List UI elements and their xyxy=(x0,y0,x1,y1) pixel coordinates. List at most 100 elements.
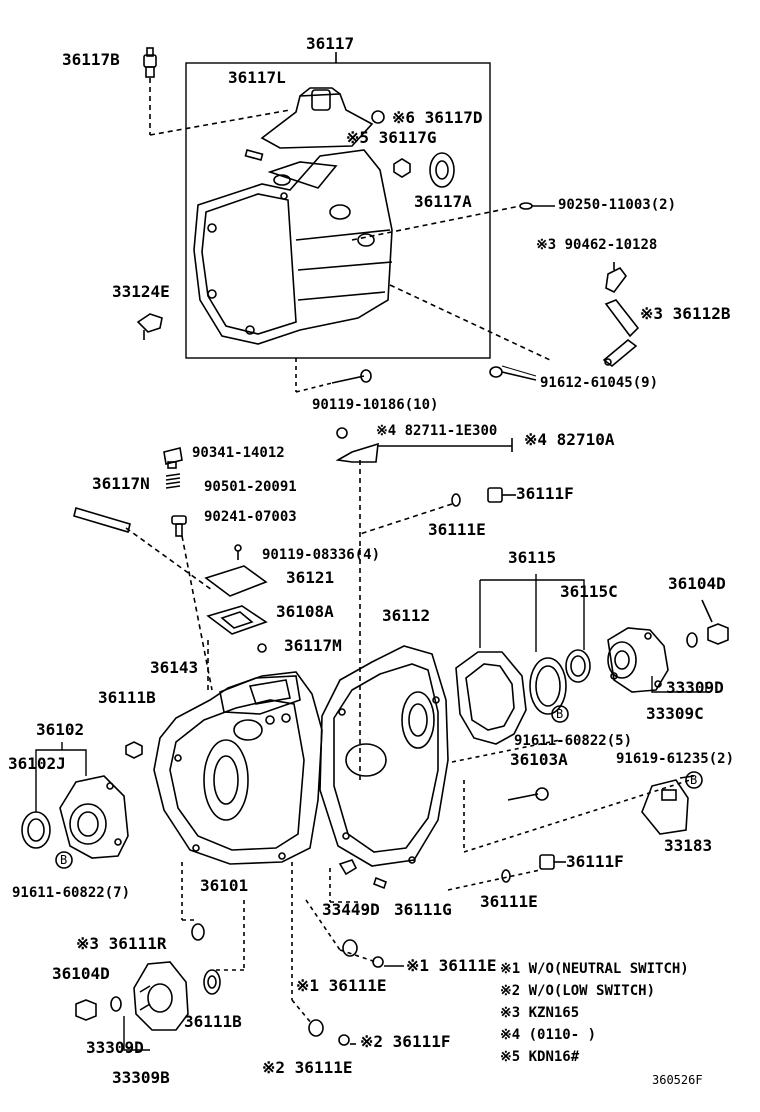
label-33124E: 33124E xyxy=(112,282,170,301)
label-36117L: 36117L xyxy=(228,68,286,87)
washer-33309D-top xyxy=(686,632,698,648)
clip-33124E xyxy=(136,313,163,333)
label-36111R: ※3 36111R xyxy=(76,934,167,953)
label-36112B: ※3 36112B xyxy=(640,304,731,323)
label-91611-60822-7: 91611-60822(7) xyxy=(12,885,131,901)
plug-36111F-mid xyxy=(539,854,566,870)
note-4: ※4 (0110- ) xyxy=(500,1027,597,1043)
bolt-91612 xyxy=(489,365,537,381)
label-90241-07003: 90241-07003 xyxy=(204,509,297,525)
label-36108A: 36108A xyxy=(276,602,334,621)
label-36111E-mid: 36111E xyxy=(480,892,538,911)
label-36143: 36143 xyxy=(150,658,199,677)
transmission-case-36101 xyxy=(153,671,323,865)
seal-36111B-lower xyxy=(203,969,221,995)
front-retainer-36102 xyxy=(35,742,129,859)
label-33309B: 33309B xyxy=(112,1068,170,1087)
label-82711-1E300: ※4 82711-1E300 xyxy=(376,423,498,439)
bracket-33183 xyxy=(641,775,695,835)
label-33309C: 33309C xyxy=(646,704,704,723)
label-36111E-s1-right: ※1 36111E xyxy=(406,956,497,975)
note-5: ※5 KDN16# xyxy=(500,1049,580,1065)
plug-90341 xyxy=(163,447,183,469)
plug-36111E-lower xyxy=(372,956,404,968)
label-33309D-top: 33309D xyxy=(666,678,724,697)
gasket-36111E-lower2 xyxy=(308,1019,324,1037)
nut-36104D-lower xyxy=(75,999,97,1021)
label-90119-08336: 90119-08336(4) xyxy=(262,547,381,563)
label-33449D: 33449D xyxy=(322,900,380,919)
label-36111G: 36111G xyxy=(394,900,452,919)
plug-36111F-lower xyxy=(338,1034,356,1046)
label-36112: 36112 xyxy=(382,606,431,625)
sensor-82711 xyxy=(335,427,513,780)
plug-36117G xyxy=(393,158,411,178)
bolt-marker-b-2: B xyxy=(690,773,698,787)
shift-cover-36117L xyxy=(244,87,374,161)
gasket-36111E-lower1 xyxy=(342,939,358,957)
bolt-marker-b-3: B xyxy=(60,853,68,867)
label-36121: 36121 xyxy=(286,568,335,587)
label-90341-14012: 90341-14012 xyxy=(192,445,285,461)
bolt-36103A xyxy=(507,787,549,801)
label-36111B-lower: 36111B xyxy=(184,1012,242,1031)
gasket-36111E-mid xyxy=(501,869,511,883)
label-91611-60822-5: 91611-60822(5) xyxy=(514,733,633,749)
label-36102: 36102 xyxy=(36,720,85,739)
label-90119-10186: 90119-10186(10) xyxy=(312,397,439,413)
label-36117: 36117 xyxy=(306,34,355,53)
rod-36117N xyxy=(73,506,131,534)
label-36111F-top: 36111F xyxy=(516,484,574,503)
bearing-retainer-36115 xyxy=(455,574,591,745)
bolt-90119-08336 xyxy=(234,544,242,560)
label-36111B: 36111B xyxy=(98,688,156,707)
label-33309D-lower: 33309D xyxy=(86,1038,144,1057)
extension-housing-group xyxy=(136,47,640,393)
label-36104D-lower: 36104D xyxy=(52,964,110,983)
label-90250-11003: 90250-11003(2) xyxy=(558,197,677,213)
label-90462-10128: ※3 90462-10128 xyxy=(536,237,658,253)
label-36111E-lower: ※2 36111E xyxy=(262,1058,353,1077)
bolt-90119-10186 xyxy=(331,369,372,384)
o-ring-36117M xyxy=(257,643,267,653)
bolt-marker-b-1: B xyxy=(556,707,564,721)
label-36104D-top: 36104D xyxy=(668,574,726,593)
extension-housing-body xyxy=(193,149,393,345)
nut-36104D-top xyxy=(707,623,729,645)
label-36111E-top: 36111E xyxy=(428,520,486,539)
label-36102J: 36102J xyxy=(8,754,66,773)
label-36117D: ※6 36117D xyxy=(392,108,483,127)
rear-plate-group xyxy=(133,961,189,1031)
label-36101: 36101 xyxy=(200,876,249,895)
plug-36111F-top xyxy=(451,487,516,507)
breather-plug-36117B xyxy=(143,47,291,136)
diagram-code: 360526F xyxy=(652,1073,703,1087)
o-ring-36117D xyxy=(371,110,385,124)
label-36103A: 36103A xyxy=(510,750,568,769)
label-91619-61235: 91619-61235(2) xyxy=(616,751,735,767)
bolt-marker-group xyxy=(55,705,703,869)
note-2: ※2 W/O(LOW SWITCH) xyxy=(500,983,656,999)
cover-36121 xyxy=(204,565,268,597)
pin-36111G xyxy=(373,876,387,890)
label-36115: 36115 xyxy=(508,548,557,567)
seal-36111R xyxy=(191,923,205,941)
label-33183: 33183 xyxy=(664,836,713,855)
flange-36104D xyxy=(607,627,669,693)
plug-36111B xyxy=(125,741,143,759)
note-3: ※3 KZN165 xyxy=(500,1005,580,1021)
label-36111F-lower: ※2 36111F xyxy=(360,1032,451,1051)
label-36117G: ※5 36117G xyxy=(346,128,437,147)
gasket-36108A xyxy=(206,605,268,635)
label-36117B: 36117B xyxy=(62,50,120,69)
label-36111E-s1-left: ※1 36111E xyxy=(296,976,387,995)
label-36111F-mid: 36111F xyxy=(566,852,624,871)
label-36115C: 36115C xyxy=(560,582,618,601)
intermediate-plate-36112 xyxy=(319,645,449,867)
clip-33449D xyxy=(338,859,358,876)
label-36117A: 36117A xyxy=(414,192,472,211)
note-1: ※1 W/O(NEUTRAL SWITCH) xyxy=(500,961,689,977)
washer-33309D-lower xyxy=(110,996,122,1012)
